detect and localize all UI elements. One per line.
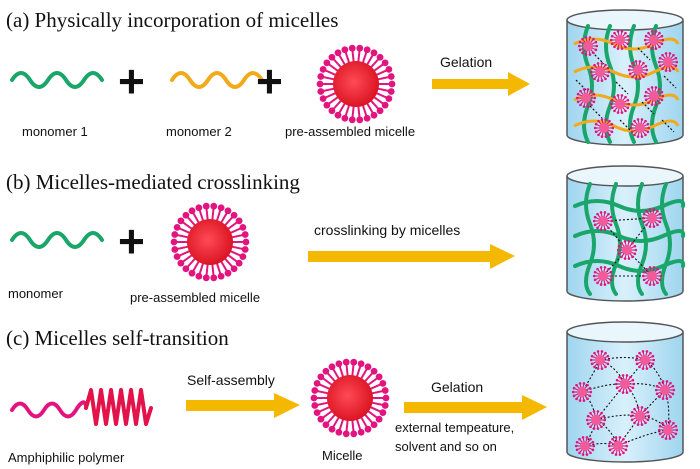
gel-micelle-a bbox=[643, 86, 665, 106]
hydrogel-network-c bbox=[571, 350, 679, 456]
green-polymer-chain bbox=[660, 182, 672, 296]
gel-micelle-c bbox=[574, 436, 596, 456]
panel-a-title: (a) Physically incorporation of micelles bbox=[6, 8, 338, 32]
hydrogel-network-a bbox=[573, 24, 680, 144]
orange-polymer-chain bbox=[573, 65, 680, 79]
gelation-arrow-a bbox=[432, 72, 530, 96]
gel-micelle-a bbox=[609, 30, 631, 50]
monomer-label-b: monomer bbox=[8, 286, 64, 301]
gelation-label-a: Gelation bbox=[440, 54, 492, 70]
gel-micelle-a bbox=[577, 36, 599, 56]
gel-micelle-c bbox=[629, 406, 651, 426]
gel-micelle-b bbox=[641, 208, 663, 228]
gel-micelle-b bbox=[592, 266, 614, 286]
gel-micelle-a bbox=[593, 118, 615, 138]
gel-micelle-c bbox=[571, 382, 593, 402]
green-polymer-chain bbox=[636, 182, 648, 296]
green-polymer-chain bbox=[573, 199, 686, 213]
monomer-1-label: monomer 1 bbox=[22, 124, 88, 139]
gelation-arrow-c bbox=[404, 395, 547, 420]
self-assembly-label: Self-assembly bbox=[187, 372, 275, 388]
panel-a: (a) Physically incorporation of micelles… bbox=[6, 8, 684, 146]
gel-micelle-c bbox=[607, 436, 629, 456]
gel-micelle-b bbox=[592, 211, 614, 231]
micelle-label-a: pre-assembled micelle bbox=[285, 124, 415, 139]
panel-b-title: (b) Micelles-mediated crosslinking bbox=[6, 170, 300, 194]
condition-line-2: solvent and so on bbox=[395, 439, 497, 454]
gel-micelle-a bbox=[657, 52, 679, 72]
crosslinking-arrow-b bbox=[308, 244, 515, 269]
panel-b: (b) Micelles-mediated crosslinking monom… bbox=[6, 165, 686, 305]
pre-assembled-micelle-b bbox=[170, 202, 250, 282]
gel-micelle-c bbox=[585, 410, 607, 430]
gel-micelle-c bbox=[657, 420, 679, 440]
gel-micelle-c bbox=[634, 350, 656, 370]
gel-micelle-a bbox=[575, 88, 597, 108]
monomer-2-chain bbox=[170, 71, 264, 89]
green-polymer-chain bbox=[628, 24, 640, 144]
gel-micelle-b bbox=[641, 266, 663, 286]
condition-line-1: external tempeature, bbox=[395, 420, 514, 435]
micelle-label-c: Micelle bbox=[322, 448, 362, 463]
monomer-2-label: monomer 2 bbox=[166, 124, 232, 139]
monomer-1-chain bbox=[10, 71, 104, 89]
pre-assembled-micelle-a bbox=[316, 44, 396, 124]
panel-c: (c) Micelles self-transition Amphiphilic… bbox=[6, 321, 684, 465]
gel-micelle-a bbox=[643, 30, 665, 50]
gel-micelle-a bbox=[627, 60, 649, 80]
amphiphilic-polymer-chain bbox=[10, 388, 153, 426]
plus-sign-b: + bbox=[118, 215, 145, 267]
monomer-chain-b bbox=[10, 231, 104, 249]
green-polymer-chain bbox=[573, 259, 686, 273]
gelation-label-c: Gelation bbox=[431, 379, 483, 395]
green-polymer-chain bbox=[573, 229, 686, 243]
micelle-c bbox=[310, 358, 390, 438]
hydrogel-network-b bbox=[573, 182, 686, 296]
gel-micelle-c bbox=[589, 350, 611, 370]
micelle-label-b: pre-assembled micelle bbox=[130, 290, 260, 305]
gel-micelle-c bbox=[654, 380, 676, 400]
gel-micelle-a bbox=[589, 62, 611, 82]
gel-micelle-a bbox=[609, 94, 631, 114]
self-assembly-arrow bbox=[186, 393, 300, 418]
gel-micelle-b bbox=[616, 240, 638, 260]
amphiphilic-polymer-label: Amphiphilic polymer bbox=[8, 450, 125, 465]
plus-sign-a2: + bbox=[256, 55, 283, 107]
gel-micelle-a bbox=[629, 118, 651, 138]
plus-sign-a1: + bbox=[118, 55, 145, 107]
panel-c-title: (c) Micelles self-transition bbox=[6, 326, 229, 350]
crosslinking-label-b: crosslinking by micelles bbox=[314, 222, 460, 238]
gel-micelle-c bbox=[614, 374, 636, 394]
